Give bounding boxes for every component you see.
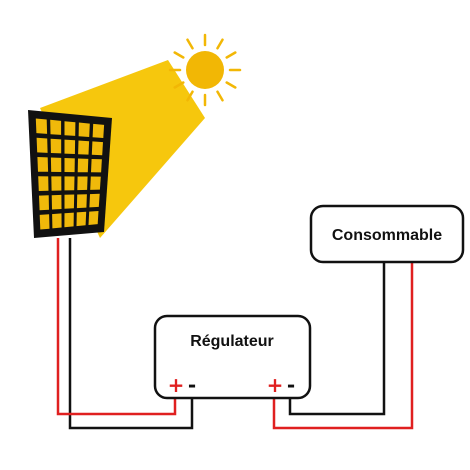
panel-positive-wire bbox=[56, 238, 177, 416]
panel-cell bbox=[64, 212, 74, 228]
panel-cell bbox=[64, 121, 76, 136]
regulator-label: Régulateur bbox=[190, 333, 274, 350]
sun-ray bbox=[225, 81, 237, 89]
load-label: Consommable bbox=[332, 227, 442, 244]
regulator-box bbox=[153, 314, 312, 400]
sun-icon bbox=[168, 33, 242, 107]
panel-cell bbox=[77, 158, 89, 173]
regulator-panel-minus: - bbox=[188, 373, 196, 397]
load-negative-wire bbox=[288, 262, 386, 416]
regulator-panel-plus: + bbox=[168, 373, 185, 397]
panel-cell bbox=[64, 194, 75, 209]
panel-cell bbox=[76, 194, 87, 209]
sun-ray bbox=[216, 38, 224, 50]
panel-cell bbox=[39, 214, 50, 230]
panel-cell bbox=[37, 157, 49, 172]
sun-ray bbox=[225, 51, 237, 59]
panel-cell bbox=[52, 213, 62, 229]
panel-cell bbox=[64, 158, 75, 173]
regulator-load-plus: + bbox=[267, 373, 284, 397]
panel-cell bbox=[89, 193, 100, 208]
solar-panel-icon bbox=[28, 110, 112, 238]
panel-cell bbox=[38, 176, 49, 191]
panel-negative-wire bbox=[68, 238, 194, 430]
regulator-load-minus: - bbox=[287, 373, 295, 397]
panel-cell bbox=[90, 176, 101, 190]
panel-cell bbox=[78, 140, 90, 155]
panel-cell bbox=[50, 138, 62, 154]
sun-ray bbox=[173, 51, 185, 59]
sun-ray bbox=[186, 90, 194, 102]
load-positive-wire bbox=[272, 262, 414, 430]
panel-cell bbox=[36, 137, 48, 153]
panel-cell bbox=[91, 159, 102, 173]
panel-cell bbox=[51, 176, 62, 191]
panel-cell bbox=[78, 122, 90, 137]
panel-cell bbox=[35, 118, 48, 134]
load-box bbox=[309, 204, 465, 264]
panel-cell bbox=[64, 139, 76, 154]
sun-ray bbox=[186, 38, 194, 50]
panel-cell bbox=[77, 176, 88, 191]
sun-ray bbox=[216, 90, 224, 102]
sun-ray bbox=[173, 81, 185, 89]
panel-cell bbox=[92, 123, 105, 138]
panel-cell bbox=[39, 195, 49, 211]
panel-cell bbox=[64, 176, 75, 191]
panel-cell bbox=[88, 211, 99, 225]
panel-cell bbox=[50, 157, 62, 172]
panel-cell bbox=[91, 141, 103, 156]
panel-cell bbox=[76, 211, 87, 227]
panel-cell bbox=[50, 119, 62, 135]
panel-cell bbox=[51, 194, 62, 210]
